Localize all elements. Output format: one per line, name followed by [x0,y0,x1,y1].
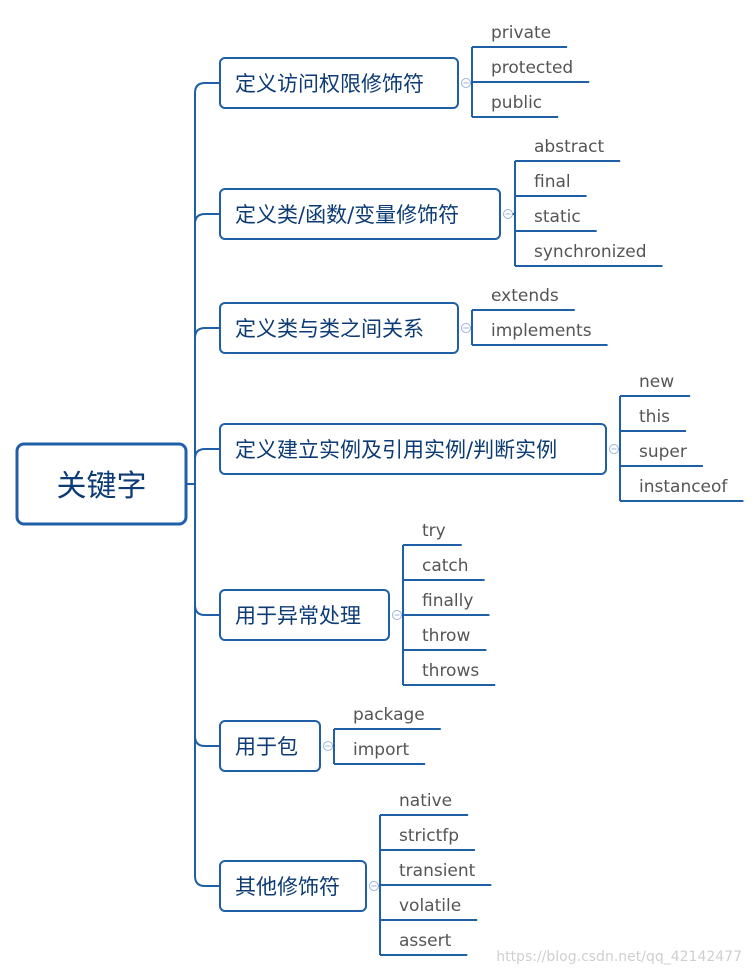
leaf-node[interactable]: public [472,93,559,118]
leaf-label: extends [491,286,559,306]
leaf-label: catch [422,556,469,576]
leaf-label: transient [399,861,476,881]
leaf-node[interactable]: import [334,740,426,765]
branch-connector [194,327,220,484]
leaf-label: public [491,93,542,113]
leaf-node[interactable]: finally [403,591,490,616]
leaf-label: abstract [534,137,604,157]
leaf-node[interactable]: final [515,172,587,197]
leaf-label: static [534,207,581,227]
leaf-label: implements [491,321,592,341]
leaf-label: finally [422,591,473,611]
branch-box [219,188,501,240]
branch-box [219,302,459,354]
leaf-label: package [353,705,425,725]
leaf-node[interactable]: transient [380,861,492,886]
leaf-label: throw [422,626,470,646]
branch-box [219,589,390,641]
branch-label: 定义访问权限修饰符 [235,72,424,96]
leaf-label: new [639,372,674,392]
branch-connector [194,448,220,484]
leaf-node[interactable]: instanceof [620,477,744,502]
leaf-label: protected [491,58,573,78]
branch-node[interactable]: 定义类/函数/变量修饰符 [219,188,513,240]
branch-node[interactable]: 用于包 [219,720,333,772]
leaf-label: this [639,407,670,427]
leaf-node[interactable]: package [334,705,441,730]
branch-box [219,423,607,475]
leaf-node[interactable]: native [380,791,469,816]
branch-connector [194,213,220,484]
leaf-label: strictfp [399,826,459,846]
root-box [15,442,188,526]
leaf-node[interactable]: new [620,372,691,397]
branch-connector [194,484,220,887]
branch-connector [194,484,220,616]
branch-node[interactable]: 定义访问权限修饰符 [219,57,471,109]
leaf-node[interactable]: implements [472,321,608,346]
leaf-label: assert [399,931,452,951]
branch-list: 定义访问权限修饰符 private protected public 定义类/函数/变量… [219,23,744,956]
leaf-label: private [491,23,551,43]
leaf-node[interactable]: super [620,442,703,467]
branch-box [219,57,459,109]
leaf-label: try [422,521,446,541]
leaf-label: import [353,740,409,760]
leaf-node[interactable]: abstract [515,137,621,162]
branch-box [219,720,321,772]
leaf-label: final [534,172,571,192]
leaf-label: super [639,442,687,462]
branch-node[interactable]: 定义类与类之间关系 [219,302,471,354]
branch-label: 用于异常处理 [235,604,361,628]
leaf-label: synchronized [534,242,647,262]
root-node[interactable]: 关键字 [15,442,188,526]
root-label: 关键字 [57,469,147,504]
leaf-node[interactable]: protected [472,58,590,83]
leaf-node[interactable]: try [403,521,462,546]
leaf-node[interactable]: private [472,23,568,48]
branch-node[interactable]: 其他修饰符 [219,860,379,912]
leaf-node[interactable]: throw [403,626,487,651]
branch-connector [194,82,220,484]
branch-label: 定义类/函数/变量修饰符 [235,203,459,227]
leaf-label: instanceof [639,477,728,497]
leaf-node[interactable]: strictfp [380,826,476,851]
leaf-node[interactable]: extends [472,286,575,311]
leaf-node[interactable]: this [620,407,687,432]
leaf-node[interactable]: volatile [380,896,478,921]
branch-box [219,860,367,912]
branch-label: 定义建立实例及引用实例/判断实例 [235,438,557,462]
branch-label: 用于包 [235,735,298,759]
leaf-node[interactable]: catch [403,556,485,581]
branch-label: 其他修饰符 [235,875,340,899]
watermark: https://blog.csdn.net/qq_42142477 [496,949,742,965]
leaf-node[interactable]: static [515,207,597,232]
leaf-label: throws [422,661,479,681]
connector-lines [186,47,621,955]
leaf-node[interactable]: synchronized [515,242,663,267]
branch-label: 定义类与类之间关系 [235,317,424,341]
branch-node[interactable]: 用于异常处理 [219,589,402,641]
leaf-label: native [399,791,452,811]
branch-node[interactable]: 定义建立实例及引用实例/判断实例 [219,423,619,475]
leaf-node[interactable]: assert [380,931,468,956]
leaf-label: volatile [399,896,461,916]
leaf-node[interactable]: throws [403,661,496,686]
